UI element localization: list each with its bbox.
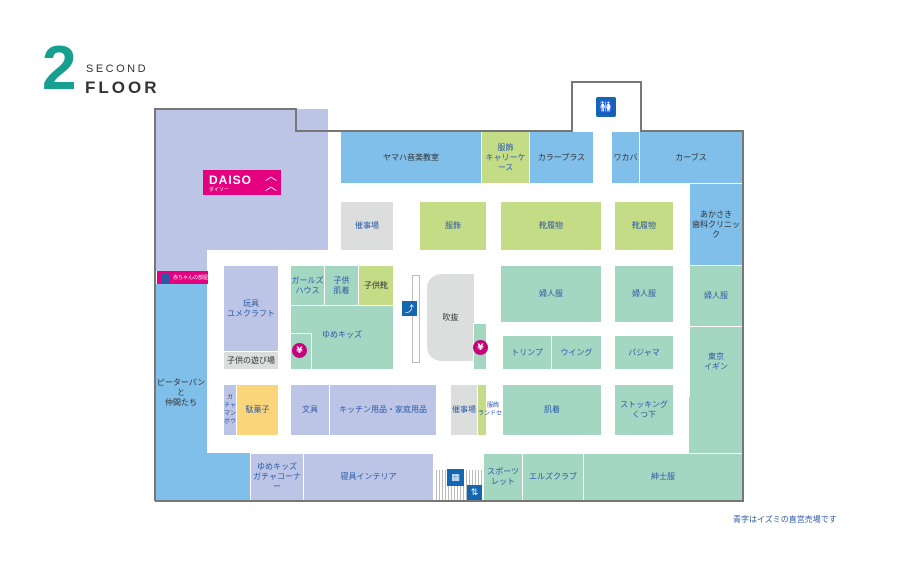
room-kids-underwear[interactable]: 子供 肌着 bbox=[324, 265, 359, 306]
room-ladies-3[interactable]: 婦人服 bbox=[689, 265, 743, 327]
room-wing[interactable]: ウイング bbox=[551, 335, 602, 370]
room-shoes[interactable]: 靴履物 bbox=[500, 201, 602, 251]
room-pajamas[interactable]: パジャマ bbox=[614, 335, 674, 370]
room-toys[interactable]: 玩具 ユメクラフト bbox=[223, 265, 279, 352]
daiso-logo-text: DAISO bbox=[209, 173, 253, 187]
room-dagashi[interactable]: 駄菓子 bbox=[236, 384, 279, 436]
room-playground[interactable]: 子供の遊び場 bbox=[223, 351, 279, 370]
atrium: 吹抜 bbox=[427, 274, 474, 361]
atm-corner bbox=[290, 333, 312, 370]
legend-caption: 青字はイズミの直営売場です bbox=[733, 515, 837, 524]
daiso-logo-sub: ダイソー bbox=[209, 187, 230, 193]
atm-yen-icon: ¥ bbox=[292, 343, 307, 358]
room-els-club[interactable]: エルズクラブ bbox=[522, 453, 584, 501]
stairs-icon: ⇅ bbox=[467, 485, 482, 500]
room-yume-kids[interactable]: ゆめキッズ bbox=[290, 305, 394, 370]
room-event-space[interactable]: 催事場 bbox=[340, 201, 394, 251]
room-fashion[interactable]: 服飾 bbox=[419, 201, 487, 251]
restroom-icon: 🚻 bbox=[596, 97, 616, 117]
room-curves[interactable]: カーブス bbox=[639, 131, 743, 184]
elevator-icon: ▦ bbox=[447, 469, 464, 486]
peterpan-lower bbox=[155, 453, 251, 501]
room-ladies-2[interactable]: 婦人服 bbox=[614, 265, 674, 323]
room-underwear[interactable]: 肌着 bbox=[502, 384, 602, 436]
room-gacha-manbou[interactable]: ガチャ マンボウ bbox=[223, 384, 237, 436]
floor-label-second: SECOND bbox=[86, 63, 149, 75]
room-menswear[interactable]: 紳士服 bbox=[583, 453, 743, 501]
room-triumph[interactable]: トリンプ bbox=[502, 335, 552, 370]
room-kitchen-household[interactable]: キッチン用品・家庭用品 bbox=[329, 384, 437, 436]
baby-icon bbox=[162, 272, 170, 283]
room-stockings[interactable]: ストッキング くつ下 bbox=[614, 384, 674, 436]
escalator-icon: ⤴ bbox=[402, 301, 417, 316]
atm-yen-icon-2: ¥ bbox=[473, 340, 488, 355]
chevron-up-icon: ︿︿ bbox=[265, 169, 278, 193]
floor-number: 2 bbox=[42, 34, 77, 103]
room-ladies[interactable]: 婦人服 bbox=[500, 265, 602, 323]
room-tokyo-igin[interactable]: 東京 イギン bbox=[689, 326, 743, 398]
escalator bbox=[412, 275, 420, 363]
room-colorplus[interactable]: カラープラス bbox=[529, 131, 594, 184]
daiso-logo[interactable]: DAISO ダイソー ︿︿ bbox=[203, 170, 281, 195]
daiso-area-lower bbox=[155, 249, 207, 271]
baby-room[interactable]: 赤ちゃんの部屋 bbox=[157, 271, 208, 284]
room-shoes-2[interactable]: 靴履物 bbox=[614, 201, 674, 251]
room-yamaha[interactable]: ヤマハ音楽教室 bbox=[340, 131, 482, 184]
baby-room-label: 赤ちゃんの部屋 bbox=[173, 275, 209, 281]
menswear-upper bbox=[689, 397, 743, 454]
floor-label-floor: FLOOR bbox=[85, 78, 160, 97]
